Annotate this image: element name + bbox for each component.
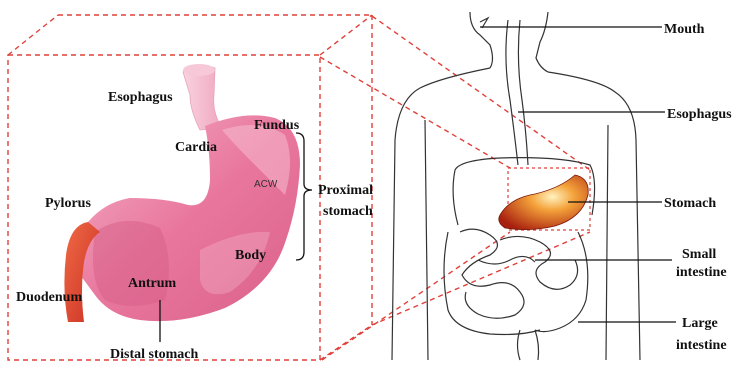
right-arm-inner: [606, 125, 608, 360]
antrum-shading: [93, 221, 169, 306]
human-body-outline: [392, 12, 640, 360]
label-large-line2: intestine: [676, 338, 727, 353]
label-small-line2: intestine: [676, 265, 727, 280]
label-proximal-line2: stomach: [323, 204, 373, 219]
label-esophagus-right: Esophagus: [667, 107, 732, 122]
left-arm-inner: [425, 120, 428, 360]
label-body: Body: [235, 248, 266, 263]
body-esophagus-left: [506, 20, 518, 165]
label-stomach: Stomach: [664, 196, 716, 211]
small-intestine-loops-c: [478, 256, 535, 264]
label-mouth: Mouth: [664, 22, 705, 37]
torso-left-side: [392, 68, 490, 360]
zoom-connector-bottom: [372, 232, 590, 325]
liver-left-edge: [453, 170, 458, 225]
zoom-connector-upper: [320, 57, 510, 168]
label-proximal-line1: Proximal: [318, 183, 373, 198]
label-antrum: Antrum: [128, 276, 177, 291]
label-pylorus: Pylorus: [45, 196, 91, 211]
right-leader-lines: [480, 27, 676, 322]
head-left-contour: [470, 12, 493, 68]
label-duodenum: Duodenum: [16, 290, 82, 305]
label-fundus: Fundus: [254, 118, 300, 133]
label-large-line1: Large: [682, 316, 718, 331]
small-intestine-loops-b: [500, 236, 578, 289]
large-intestine-right: [535, 232, 588, 332]
head-right-contour: [536, 12, 548, 72]
dashed-perspective-box: [8, 15, 590, 360]
rectum-right: [535, 330, 539, 360]
box-edge-top-left: [8, 15, 58, 55]
label-cardia: Cardia: [175, 140, 217, 155]
box-edge-top-right: [320, 15, 372, 55]
label-small-line1: Small: [682, 247, 716, 262]
zoom-connector-lower: [322, 232, 510, 360]
label-distal-stomach: Distal stomach: [110, 347, 198, 362]
esophagus-opening: [183, 64, 215, 76]
large-intestine-left: [444, 232, 540, 335]
stomach-illustration: [64, 64, 300, 322]
label-esophagus-left: Esophagus: [108, 90, 173, 105]
box-edge-bottom-right: [320, 325, 372, 360]
body-esophagus-right: [518, 20, 528, 165]
zoom-connector-top: [372, 16, 590, 170]
label-acw: ACW: [254, 179, 278, 190]
